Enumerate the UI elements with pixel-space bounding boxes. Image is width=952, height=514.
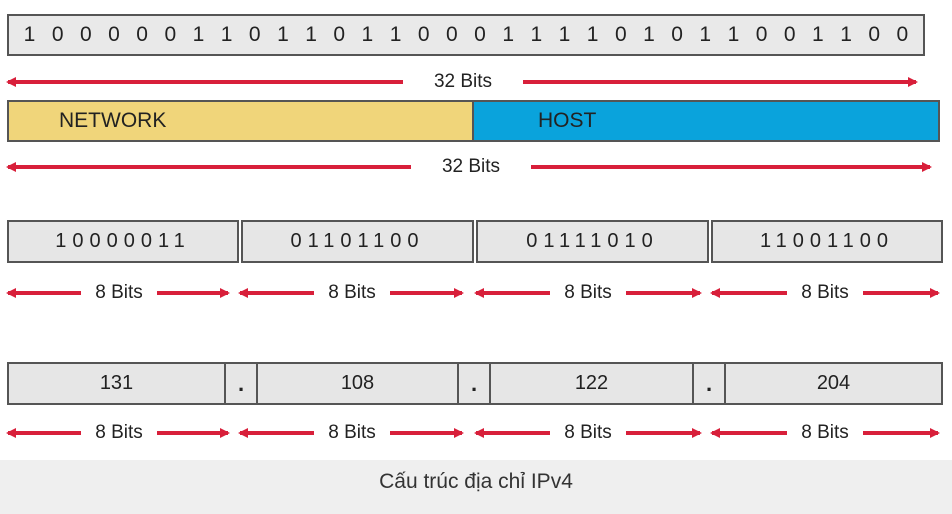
host-portion: HOST [472, 100, 940, 142]
network-label: NETWORK [59, 109, 167, 132]
span-label-8: 8 Bits [322, 282, 382, 304]
bit-digit: 1 [361, 23, 374, 46]
bit-digit: 1 [840, 23, 852, 46]
span-label-8: 8 Bits [322, 422, 382, 444]
bit-digit: 1 [23, 23, 36, 46]
span-arrows [6, 77, 940, 438]
bit-digit: 0 [248, 23, 261, 46]
bit-digit: 1 [220, 23, 233, 46]
bit-digit: 1 [699, 23, 712, 46]
bit-digit: 1 [305, 23, 317, 46]
bit-digit: 1 [502, 23, 514, 46]
bit-digit: 0 [614, 23, 627, 46]
binary-octet: 01111010 [476, 220, 709, 263]
host-label: HOST [538, 109, 597, 132]
octet-value: 01111010 [526, 230, 659, 252]
decimal-octet: 122 [489, 362, 694, 405]
network-portion: NETWORK [7, 100, 474, 142]
octet-value: 01101100 [290, 230, 425, 252]
span-label-32: 32 Bits [435, 156, 507, 178]
bit-digit: 1 [586, 23, 599, 46]
bit-digit: 0 [896, 23, 909, 46]
binary-octet: 01101100 [241, 220, 474, 263]
span-label-8: 8 Bits [795, 422, 855, 444]
figure-caption: Cấu trúc địa chỉ IPv4 [379, 470, 573, 493]
bit-digit: 0 [79, 23, 92, 46]
bit-digit: 0 [51, 23, 64, 46]
bit-digit: 1 [558, 23, 571, 46]
bit-digit: 0 [671, 23, 683, 46]
decimal-octet: 131 [7, 362, 226, 405]
span-label-8: 8 Bits [89, 282, 149, 304]
span-label-8: 8 Bits [89, 422, 149, 444]
span-label-8: 8 Bits [558, 282, 618, 304]
bit-digit: 0 [164, 23, 177, 46]
bit-digit: 0 [417, 23, 430, 46]
bit-digit: 0 [783, 23, 796, 46]
decimal-octet: 204 [724, 362, 943, 405]
span-label-8: 8 Bits [795, 282, 855, 304]
bit-digit: 1 [727, 23, 740, 46]
bit-digit: 0 [755, 23, 768, 46]
bit-digit: 1 [277, 23, 289, 46]
bit-digit: 0 [446, 23, 458, 46]
span-label-32: 32 Bits [427, 71, 499, 93]
bit-digit: 0 [474, 23, 486, 46]
bit-digit: 1 [812, 23, 824, 46]
octet-value: 204 [816, 372, 851, 394]
bit-digit: 1 [643, 23, 655, 46]
bit-digit: 1 [389, 23, 402, 46]
octet-value: 122 [574, 372, 609, 394]
octet-value: 11001100 [759, 230, 894, 252]
bit-digit: 0 [108, 23, 120, 46]
bit-digit: 0 [333, 23, 346, 46]
span-label-8: 8 Bits [558, 422, 618, 444]
decimal-octet: 108 [256, 362, 459, 405]
octet-value: 131 [99, 372, 134, 394]
octet-value: 10000011 [55, 230, 191, 252]
binary-octet: 10000011 [7, 220, 239, 263]
octet-value: 108 [340, 372, 375, 394]
bit-digit: 0 [136, 23, 148, 46]
bit-digit: 0 [868, 23, 881, 46]
binary-octet: 11001100 [711, 220, 943, 263]
bit-digit: 1 [530, 23, 543, 46]
bit-digit: 1 [192, 23, 205, 46]
